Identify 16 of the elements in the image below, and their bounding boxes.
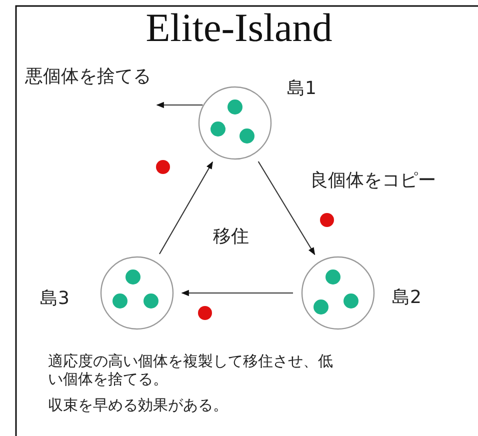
island-label: 島2 xyxy=(392,287,422,309)
island-circle xyxy=(100,256,174,330)
island-circle xyxy=(301,256,375,330)
island-circle xyxy=(198,86,272,160)
arrow xyxy=(156,102,203,108)
diagram-label: 移住 xyxy=(213,226,249,248)
arrow xyxy=(181,290,293,296)
arrow xyxy=(159,161,213,254)
note-text: 適応度の高い個体を複製して移住させ、低い個体を捨てる。 xyxy=(48,352,334,388)
arrow xyxy=(258,161,316,256)
island-label: 島1 xyxy=(287,78,316,100)
island-label: 島3 xyxy=(40,288,70,310)
diagram-label: 良個体をコピー xyxy=(310,170,436,192)
title: Elite-Island xyxy=(144,4,334,52)
edge-label: 悪個体を捨てる xyxy=(25,66,151,88)
note-text: 収束を早める効果がある。 xyxy=(48,396,228,414)
